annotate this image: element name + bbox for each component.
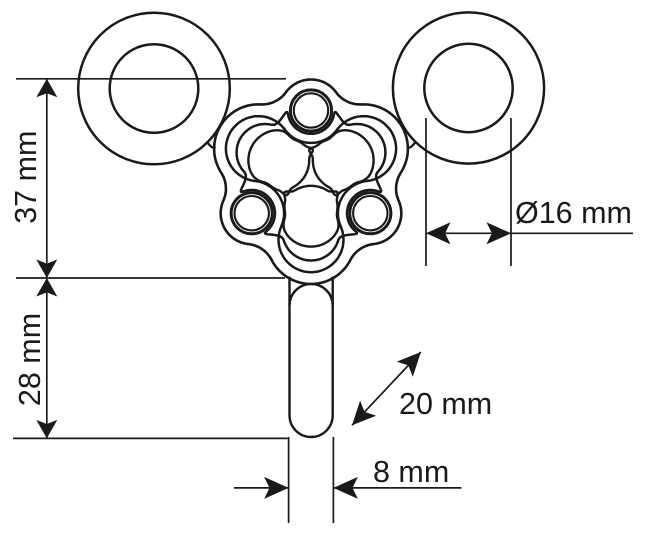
svg-text:20 mm: 20 mm [399,387,492,421]
svg-text:8 mm: 8 mm [373,455,449,489]
svg-text:37 mm: 37 mm [9,131,43,224]
svg-text:28 mm: 28 mm [13,313,47,406]
svg-text:Ø16 mm: Ø16 mm [515,196,632,230]
